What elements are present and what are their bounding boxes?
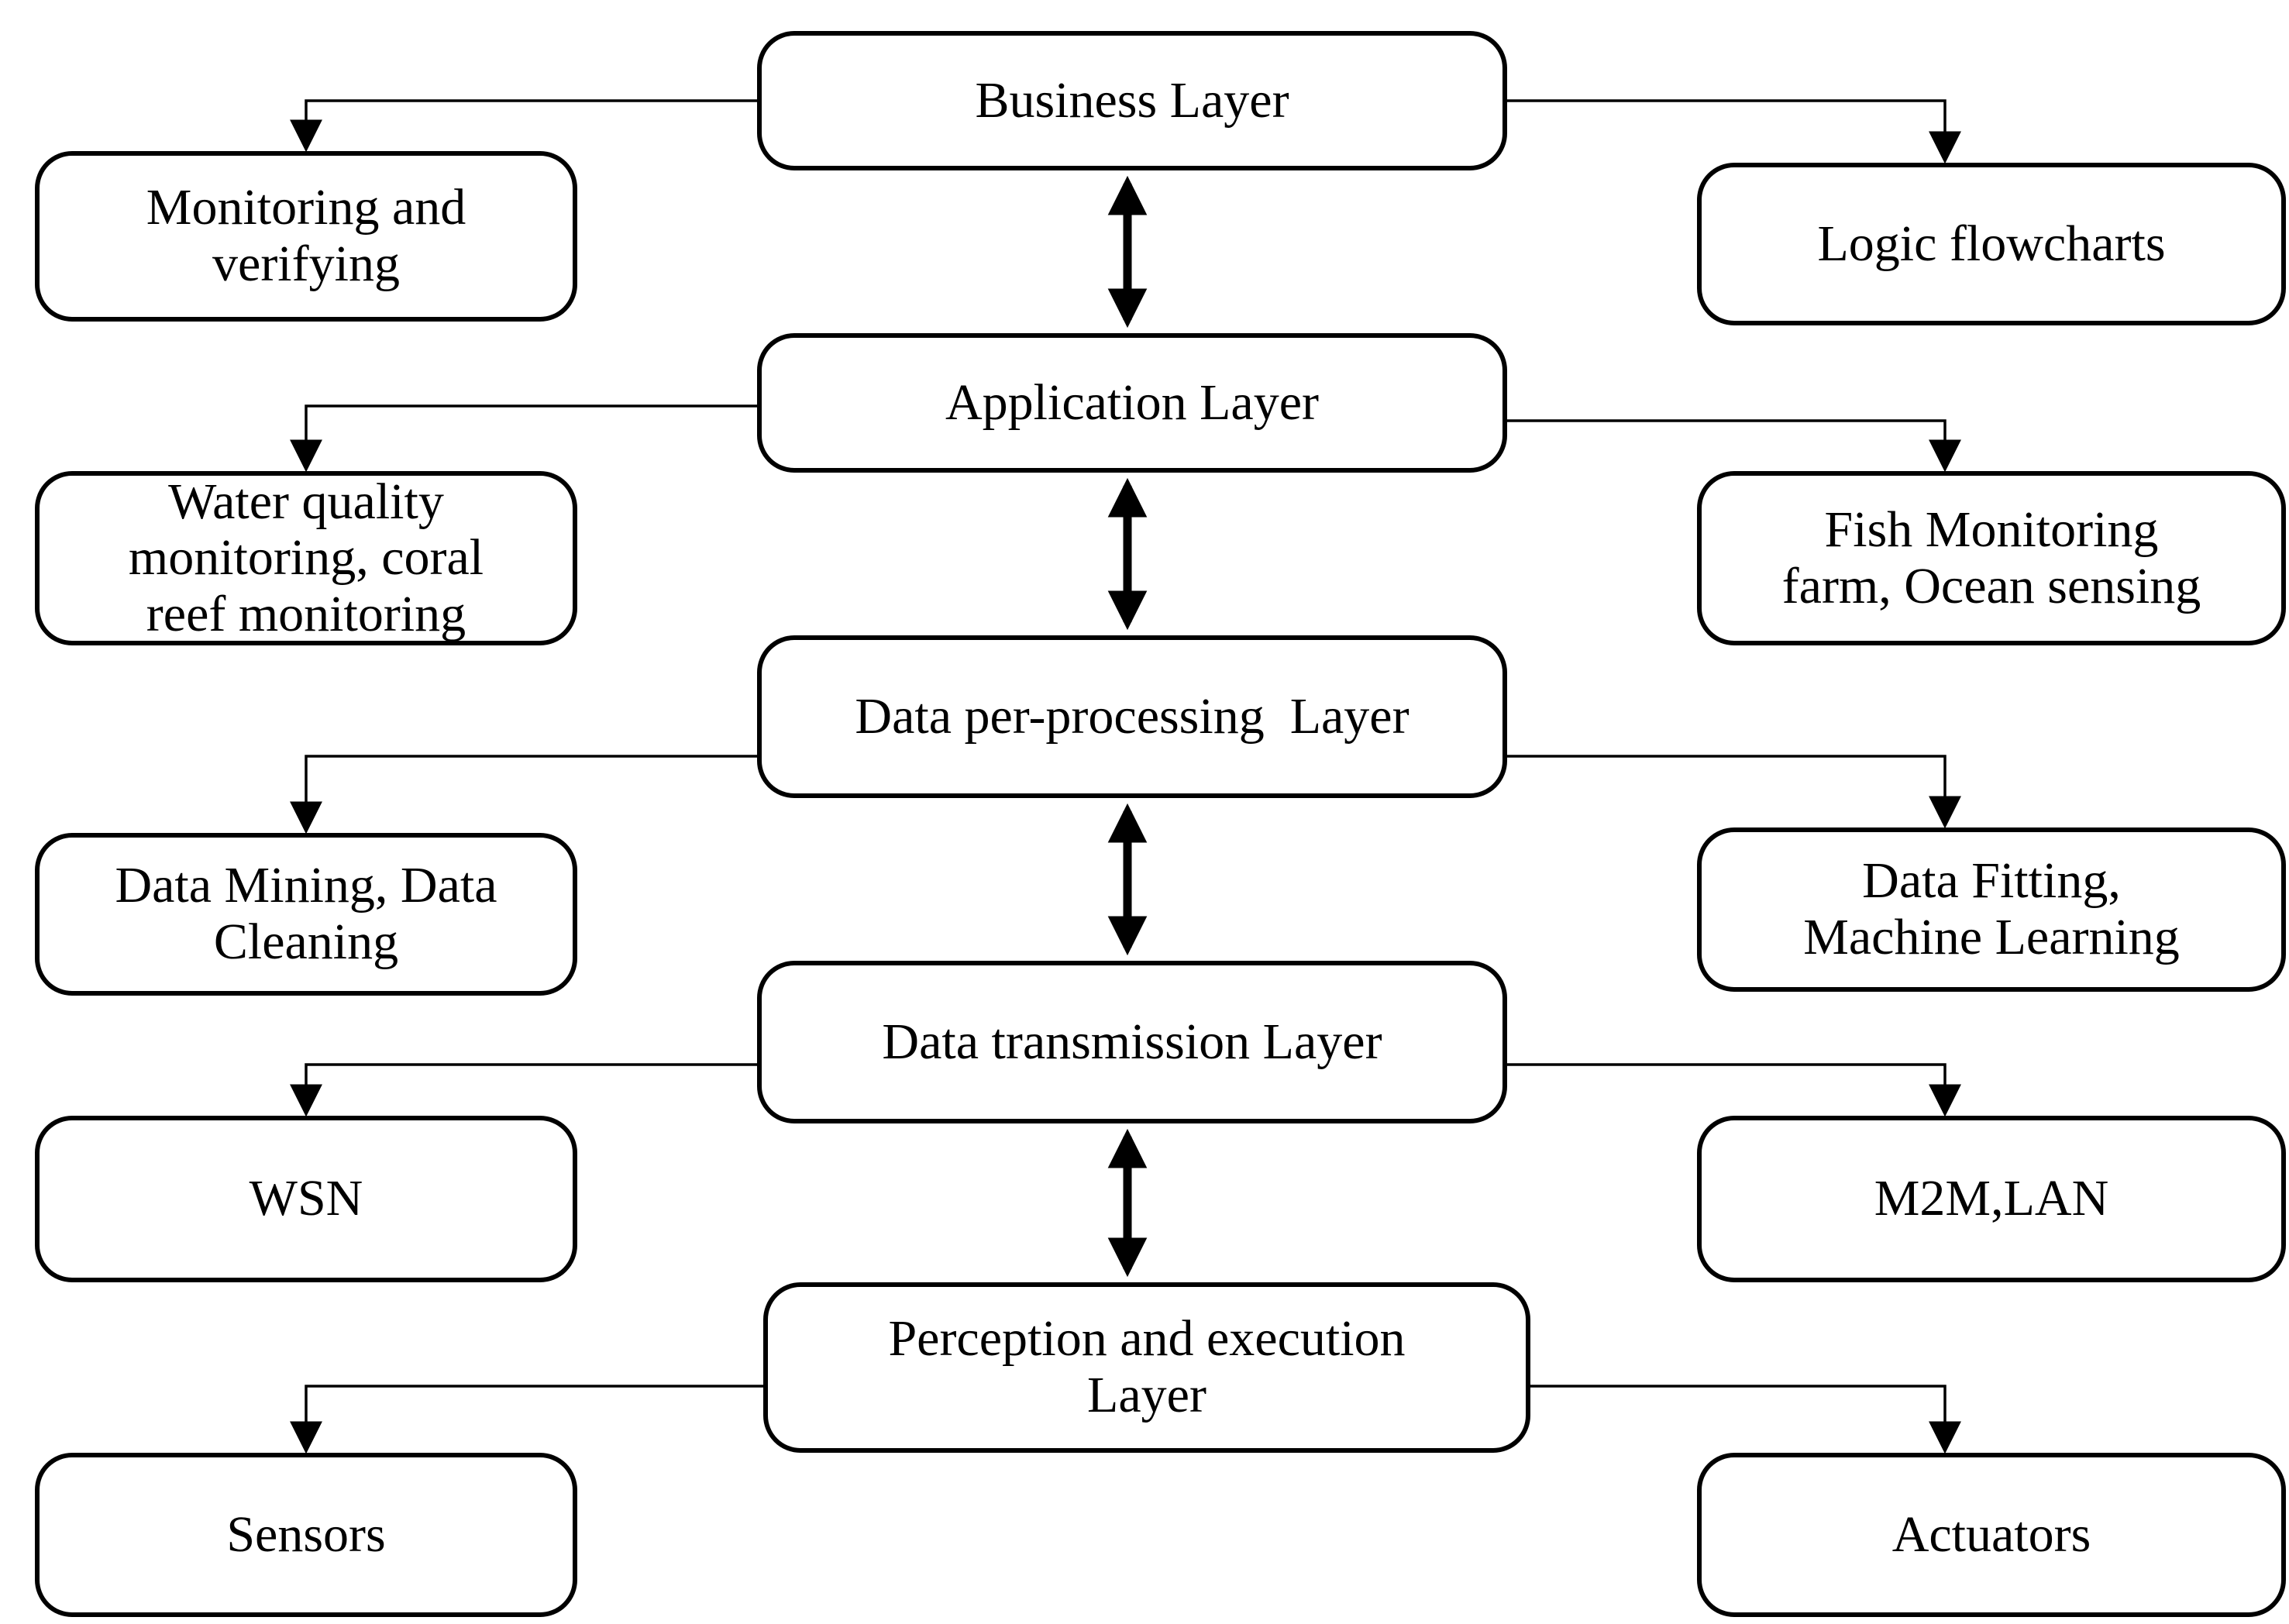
node-label: Perception and execution Layer xyxy=(888,1310,1406,1423)
node-fish-monitoring-farm-ocean-sensing: Fish Monitoring farm, Ocean sensing xyxy=(1697,471,2286,645)
connector-application-fish xyxy=(1507,419,1961,473)
node-water-quality-monitoring: Water quality monitoring, coral reef mon… xyxy=(35,471,577,645)
node-label: WSN xyxy=(249,1170,363,1227)
node-data-fitting-machine-learning: Data Fitting, Machine Learning xyxy=(1697,827,2286,992)
node-actuators: Actuators xyxy=(1697,1453,2286,1617)
connector-perception-actuators xyxy=(1530,1385,1961,1454)
node-perception-and-execution-layer: Perception and execution Layer xyxy=(763,1282,1530,1453)
node-label: Sensors xyxy=(226,1505,386,1563)
connector-perception-sensors xyxy=(290,1385,763,1454)
node-label: M2M,LAN xyxy=(1874,1170,2109,1227)
connector-business-monitoring xyxy=(290,99,757,153)
node-business-layer: Business Layer xyxy=(757,31,1507,170)
node-application-layer: Application Layer xyxy=(757,333,1507,473)
node-label: Actuators xyxy=(1891,1505,2091,1563)
node-label: Data Fitting, Machine Learning xyxy=(1803,852,2180,965)
node-label: Data transmission Layer xyxy=(882,1013,1382,1070)
connector-application-water xyxy=(290,404,757,473)
connector-preprocessing-mining xyxy=(290,755,757,834)
node-logic-flowcharts: Logic flowcharts xyxy=(1697,163,2286,325)
connector-transmission-m2m xyxy=(1507,1063,1961,1117)
node-label: Fish Monitoring farm, Ocean sensing xyxy=(1781,501,2201,614)
node-sensors: Sensors xyxy=(35,1453,577,1617)
connector-preprocessing-fitting xyxy=(1507,755,1961,829)
node-m2m-lan: M2M,LAN xyxy=(1697,1116,2286,1282)
node-data-per-processing-layer: Data per-processing Layer xyxy=(757,635,1507,798)
node-label: Data Mining, Data Cleaning xyxy=(115,857,497,970)
node-label: Logic flowcharts xyxy=(1817,215,2166,272)
node-label: Data per-processing Layer xyxy=(855,687,1410,745)
node-monitoring-and-verifying: Monitoring and verifying xyxy=(35,151,577,322)
connector-transmission-wsn xyxy=(290,1063,757,1117)
node-data-transmission-layer: Data transmission Layer xyxy=(757,961,1507,1123)
node-data-mining-data-cleaning: Data Mining, Data Cleaning xyxy=(35,833,577,996)
node-label: Application Layer xyxy=(945,373,1319,431)
node-label: Business Layer xyxy=(975,71,1289,129)
node-wsn: WSN xyxy=(35,1116,577,1282)
node-label: Monitoring and verifying xyxy=(146,179,466,292)
node-label: Water quality monitoring, coral reef mon… xyxy=(128,473,484,642)
connector-business-logic xyxy=(1507,99,1961,164)
